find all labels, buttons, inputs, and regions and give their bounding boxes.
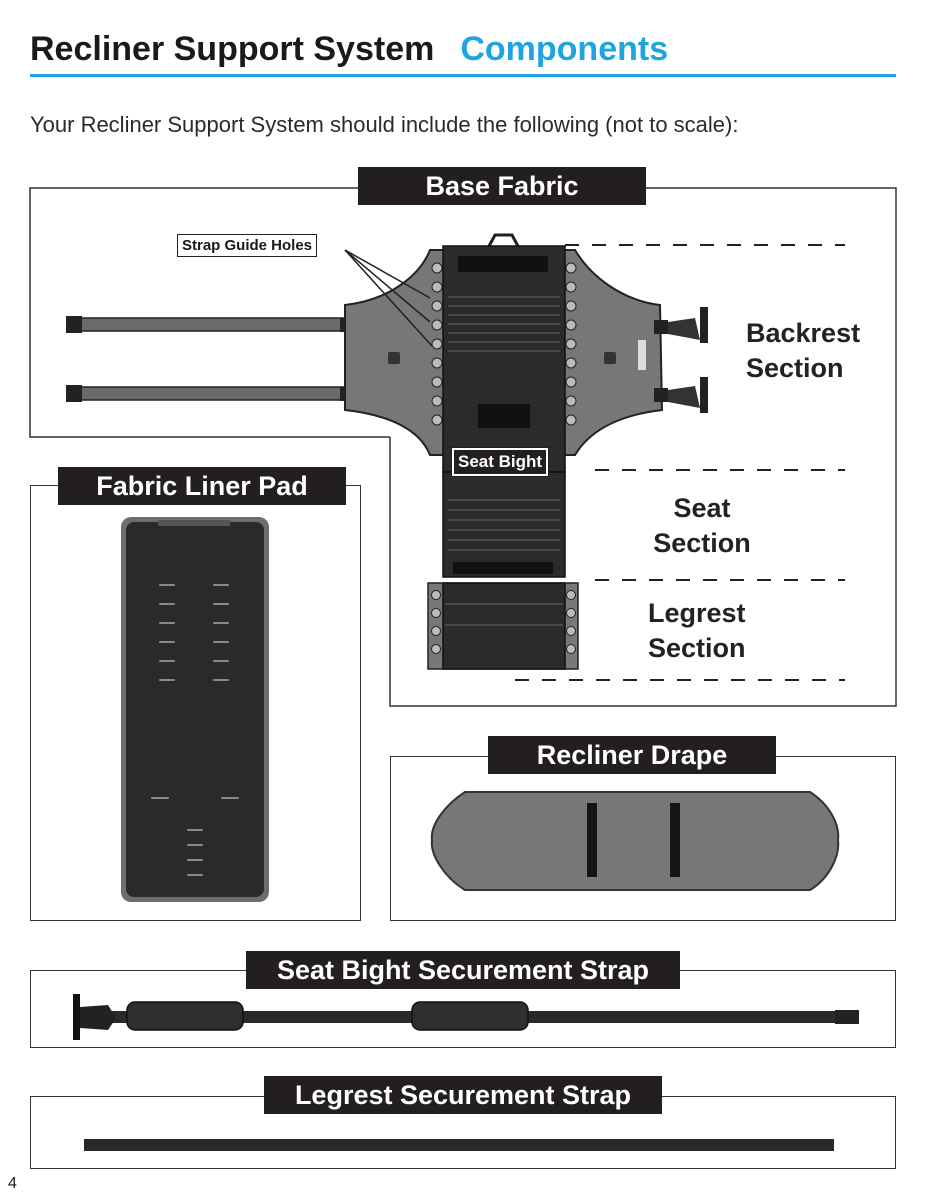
fabric-liner-pad-label: Fabric Liner Pad <box>58 467 346 505</box>
legrest-line2: Section <box>648 633 746 663</box>
legrest-section-label: Legrest Section <box>648 596 746 666</box>
title-main: Recliner Support System <box>30 30 435 68</box>
title-rule <box>30 74 896 77</box>
legrest-line1: Legrest <box>648 598 746 628</box>
title-accent: Components <box>460 30 669 68</box>
page-number: 4 <box>8 1175 17 1192</box>
page-title: Recliner Support System Components <box>30 30 668 69</box>
seat-bight-strap-label: Seat Bight Securement Strap <box>246 951 680 989</box>
backrest-section-label: Backrest Section <box>746 316 860 386</box>
recliner-drape-label: Recliner Drape <box>488 736 776 774</box>
seat-line1: Seat <box>673 493 731 523</box>
base-fabric-label: Base Fabric <box>358 167 646 205</box>
backrest-line1: Backrest <box>746 318 861 348</box>
seat-line2: Section <box>653 528 751 558</box>
backrest-line2: Section <box>746 353 844 383</box>
seat-bight-callout: Seat Bight <box>450 447 550 477</box>
strap-guide-holes-callout: Strap Guide Holes <box>177 234 318 257</box>
seat-section-label: Seat Section <box>648 491 756 561</box>
intro-text: Your Recliner Support System should incl… <box>30 112 739 137</box>
legrest-strap-label: Legrest Securement Strap <box>264 1076 662 1114</box>
